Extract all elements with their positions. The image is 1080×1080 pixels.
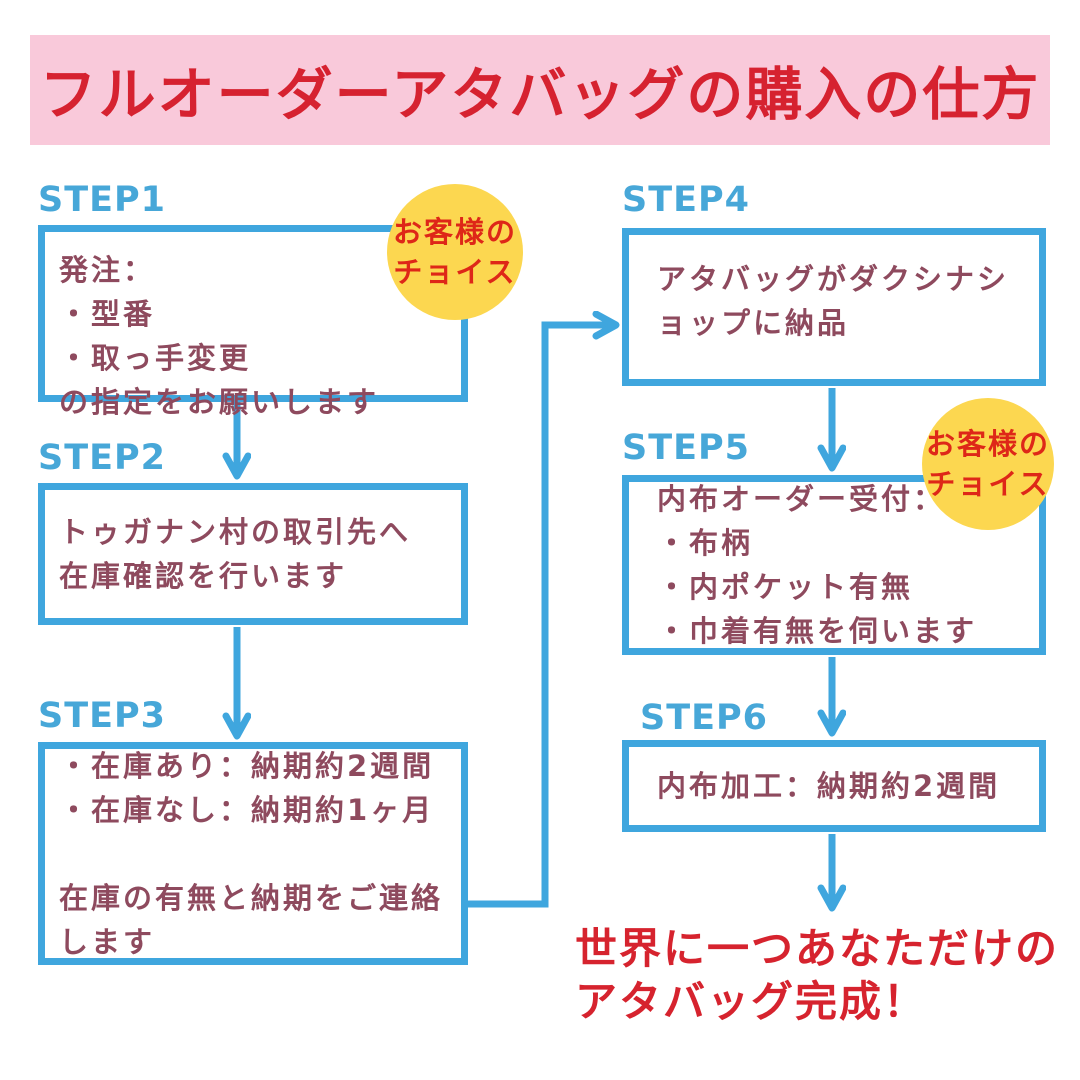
badge-line: チョイス bbox=[926, 467, 1050, 501]
step1-line: ・型番 bbox=[59, 297, 156, 331]
step1-line: ・取っ手変更 bbox=[59, 341, 252, 375]
step4-line: ョップに納品 bbox=[657, 306, 850, 340]
step4-line: アタバッグがダクシナシ bbox=[657, 262, 1010, 296]
step4-box: アタバッグがダクシナシ ョップに納品 bbox=[622, 228, 1046, 386]
step3-line: ・在庫あり：納期約2週間 bbox=[59, 748, 435, 783]
step3-line: ・在庫なし：納期約1ヶ月 bbox=[59, 792, 435, 827]
step1-box: 発注： ・型番 ・取っ手変更 の指定をお願いします bbox=[38, 225, 468, 419]
step3-line bbox=[59, 832, 447, 876]
step6-box: 内布加工：納期約2週間 bbox=[622, 740, 1046, 832]
step2-line: 在庫確認を行います bbox=[59, 559, 348, 593]
step2-label: STEP2 bbox=[38, 438, 166, 478]
completion-line: 世界に一つあなただけの bbox=[575, 924, 1060, 973]
title-banner: フルオーダーアタバッグの購入の仕方 bbox=[30, 35, 1050, 145]
customer-choice-badge: お客様の チョイス bbox=[387, 184, 523, 320]
step5-line: ・巾着有無を伺います bbox=[657, 614, 978, 648]
step2-line: トゥガナン村の取引先へ bbox=[59, 515, 412, 549]
step1-line: 発注： bbox=[59, 253, 156, 287]
customer-choice-badge: お客様の チョイス bbox=[922, 398, 1054, 530]
completion-message: 世界に一つあなただけの アタバッグ完成！ bbox=[575, 922, 1059, 1028]
arrow-elbow-step3-step4-icon bbox=[468, 325, 616, 908]
step5-line: ・内ポケット有無 bbox=[657, 570, 914, 604]
step3-label: STEP3 bbox=[38, 696, 166, 736]
step4-label: STEP4 bbox=[622, 180, 750, 220]
step3-line: 在庫の有無と納期をご連絡 bbox=[59, 880, 444, 915]
step5-label: STEP5 bbox=[622, 428, 750, 468]
step1-label: STEP1 bbox=[38, 180, 166, 220]
badge-line: お客様の bbox=[392, 215, 517, 249]
step3-line: します bbox=[59, 924, 156, 959]
step2-box: トゥガナン村の取引先へ 在庫確認を行います bbox=[38, 483, 468, 625]
step5-line: 内布オーダー受付： bbox=[657, 482, 946, 516]
badge-line: チョイス bbox=[393, 255, 517, 289]
page-title: フルオーダーアタバッグの購入の仕方 bbox=[39, 62, 1041, 128]
step3-box: ・在庫あり：納期約2週間 ・在庫なし：納期約1ヶ月 在庫の有無と納期をご連絡 し… bbox=[38, 742, 468, 965]
step6-line: 内布加工：納期約2週間 bbox=[657, 769, 1001, 803]
completion-line: アタバッグ完成！ bbox=[575, 977, 928, 1026]
step6-label: STEP6 bbox=[640, 698, 768, 738]
step1-line: の指定をお願いします bbox=[59, 385, 380, 419]
badge-line: お客様の bbox=[925, 427, 1050, 461]
step5-line: ・布柄 bbox=[657, 526, 754, 560]
